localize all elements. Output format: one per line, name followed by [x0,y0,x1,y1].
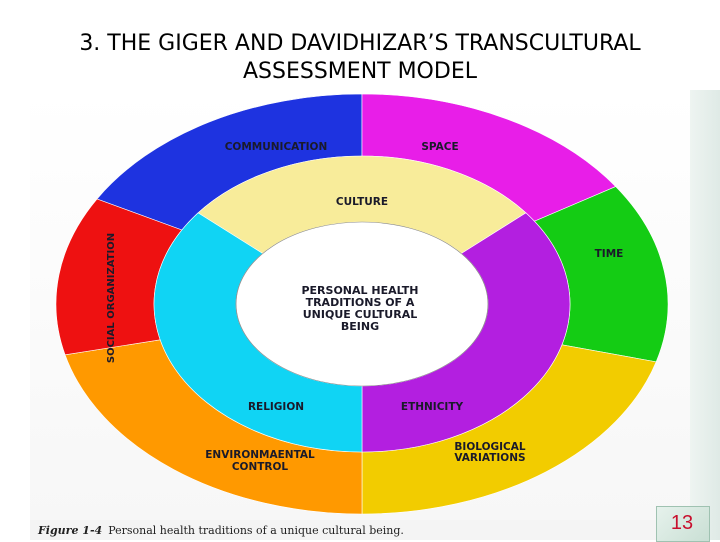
segment-label-culture: CULTURE [336,196,388,208]
segment-label-ethnicity: ETHNICITY [401,401,464,413]
segment-label-biological-line-1: BIOLOGICAL [454,441,525,453]
center-label-line-4: BEING [341,320,379,333]
segment-label-social-organization: SOCIAL ORGANIZATION [106,233,117,363]
segment-label-religion: RELIGION [248,401,304,413]
slide-title: 3. THE GIGER AND DAVIDHIZAR’S TRANSCULTU… [0,30,720,86]
segment-label-space: SPACE [421,141,458,153]
segment-label-communication: COMMUNICATION [225,141,328,153]
diagram-labels: COMMUNICATION SPACE TIME BIOLOGICAL VARI… [106,141,623,473]
slide-title-line-2: ASSESSMENT MODEL [243,59,477,84]
center-label-line-2: TRADITIONS OF A [306,296,415,309]
slide-decoration-strip [690,90,720,540]
segment-label-biological-line-2: VARIATIONS [454,452,525,464]
figure-caption: Figure 1-4 Personal health traditions of … [38,522,638,540]
segment-label-time: TIME [595,248,624,260]
inner-ring [153,155,571,453]
page-number-badge [656,506,710,542]
figure-caption-label: Figure 1-4 [38,524,103,537]
slide-title-line-1: 3. THE GIGER AND DAVIDHIZAR’S TRANSCULTU… [79,31,641,56]
figure-caption-text: Personal health traditions of a unique c… [108,524,404,537]
center-label-line-1: PERSONAL HEALTH [301,284,418,297]
segment-label-environmental-line-1: ENVIRONMAENTAL [205,449,315,461]
outer-ring [55,93,669,515]
segment-label-environmental-line-2: CONTROL [232,461,289,473]
center-disc [235,221,489,387]
page-number: 13 [670,512,694,534]
center-label-line-3: UNIQUE CULTURAL [303,308,417,321]
